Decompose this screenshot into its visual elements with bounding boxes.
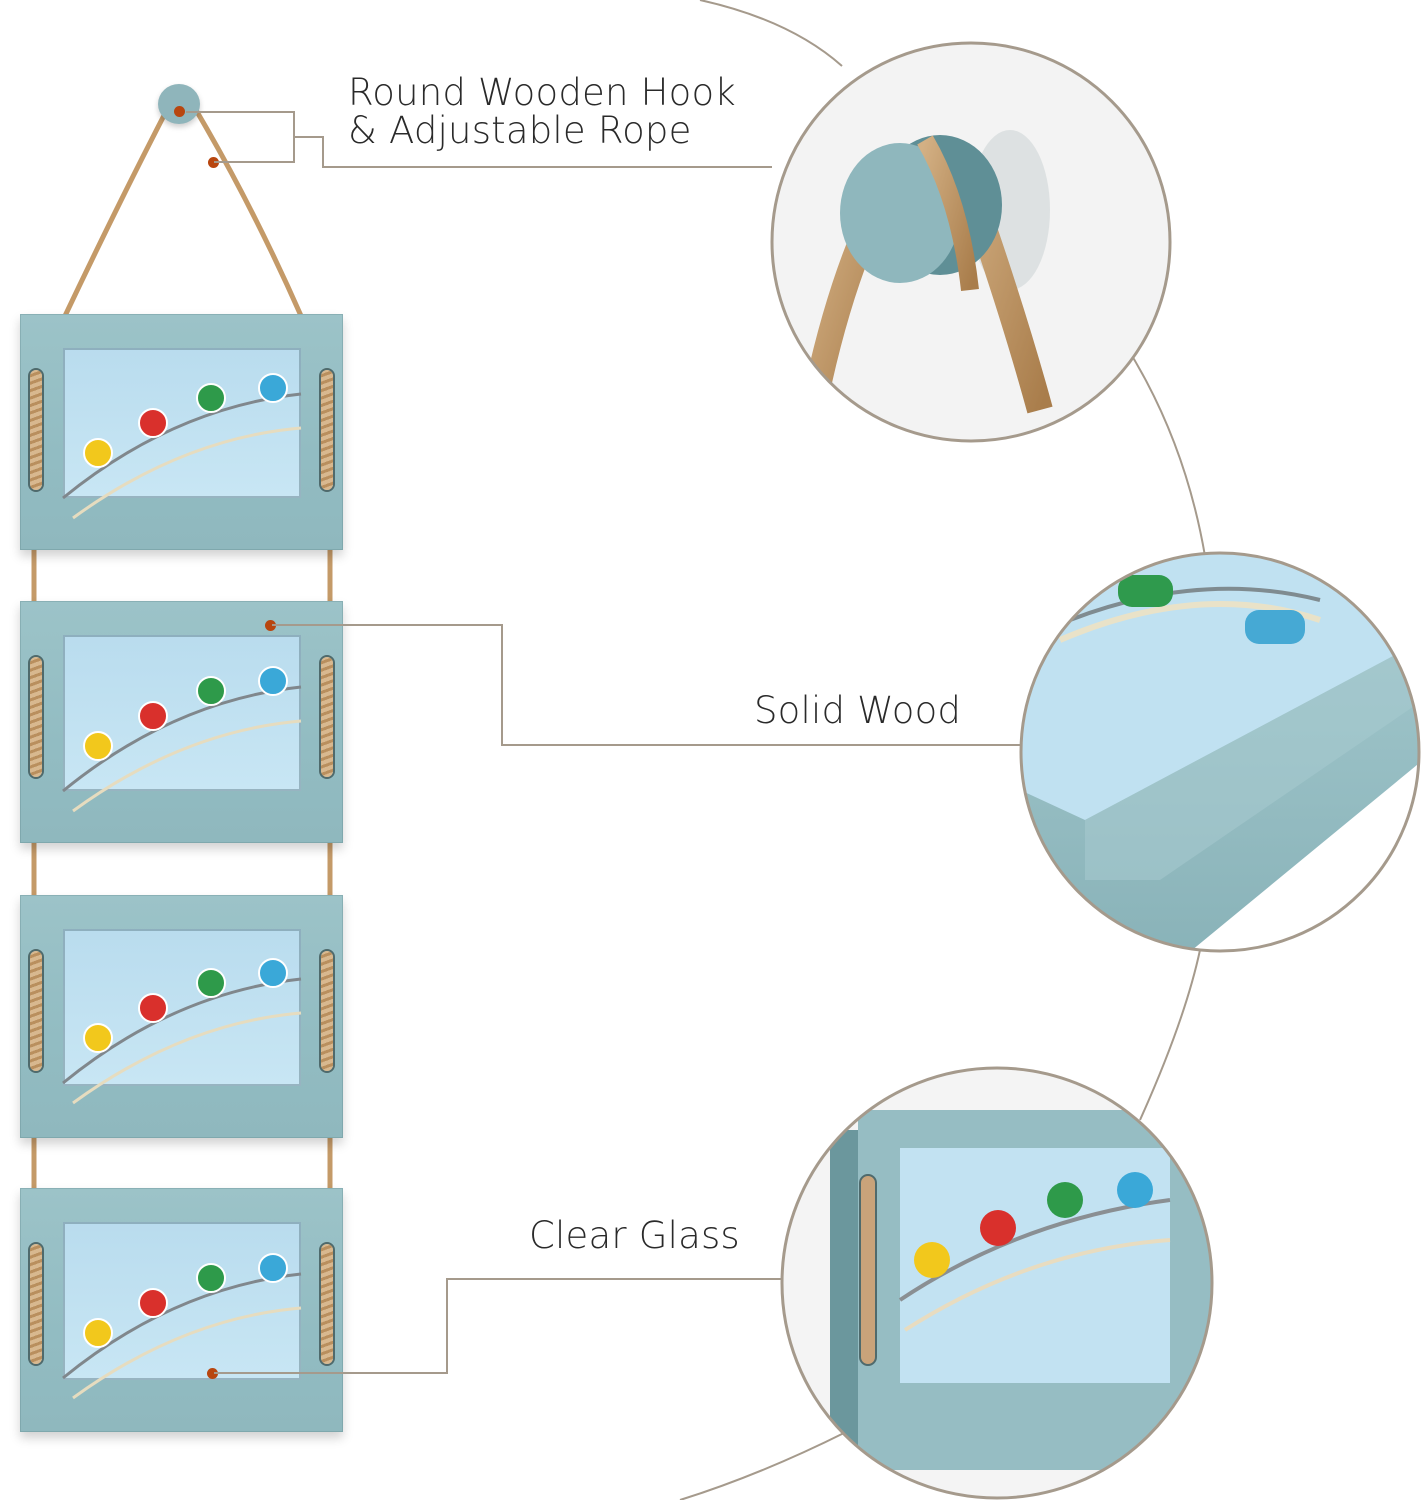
wooden-hook-icon [158,84,200,124]
picture-frame-1 [20,314,343,550]
callout-line [293,136,323,138]
rope-slot-right [321,657,333,777]
feature-label-wood: Solid Wood [754,692,961,730]
callout-line [446,1278,448,1374]
callout-line [214,1372,447,1374]
rope-slot-right [321,370,333,490]
feature-label-line: Clear Glass [529,1214,740,1257]
frame-photo [63,635,301,791]
marker-dot-hook [174,106,185,117]
callout-line [186,111,294,113]
rope-slot-left [30,370,42,490]
rope-slot-right [321,951,333,1071]
hook-closeup-circle [773,44,1169,440]
hanging-rope [61,98,175,320]
frame-photo [63,929,301,1086]
callout-line [322,166,772,168]
callout-line [322,136,324,167]
rope-slot-left [30,657,42,777]
feature-label-hook: Round Wooden Hook & Adjustable Rope [348,74,736,150]
connector-arc-bottom [679,1431,847,1500]
picture-frame-4 [20,1188,343,1432]
callout-line [214,161,294,163]
callout-line [446,1278,782,1280]
rope-slot-right [321,1244,333,1364]
wood-closeup-circle [1022,554,1418,950]
rope-slot-left [30,1244,42,1364]
connector-arc-top [699,0,843,67]
connector-arc-mid1 [1125,345,1206,557]
feature-label-line: & Adjustable Rope [348,109,692,152]
marker-dot-rope [208,157,219,168]
feature-label-line: Round Wooden Hook [348,71,736,114]
marker-dot-glass [207,1368,218,1379]
feature-label-glass: Clear Glass [529,1217,740,1255]
picture-frame-3 [20,895,343,1138]
callout-line [272,624,502,626]
connector-arc-mid2 [1139,949,1201,1121]
marker-dot-wood [265,620,276,631]
feature-label-line: Solid Wood [754,689,962,732]
rope-slot-left [30,951,42,1071]
frame-photo [63,1222,301,1380]
frame-photo [63,348,301,498]
glass-closeup-circle [783,1069,1211,1497]
callout-line [501,624,503,746]
picture-frame-2 [20,601,343,843]
callout-line [501,744,1021,746]
